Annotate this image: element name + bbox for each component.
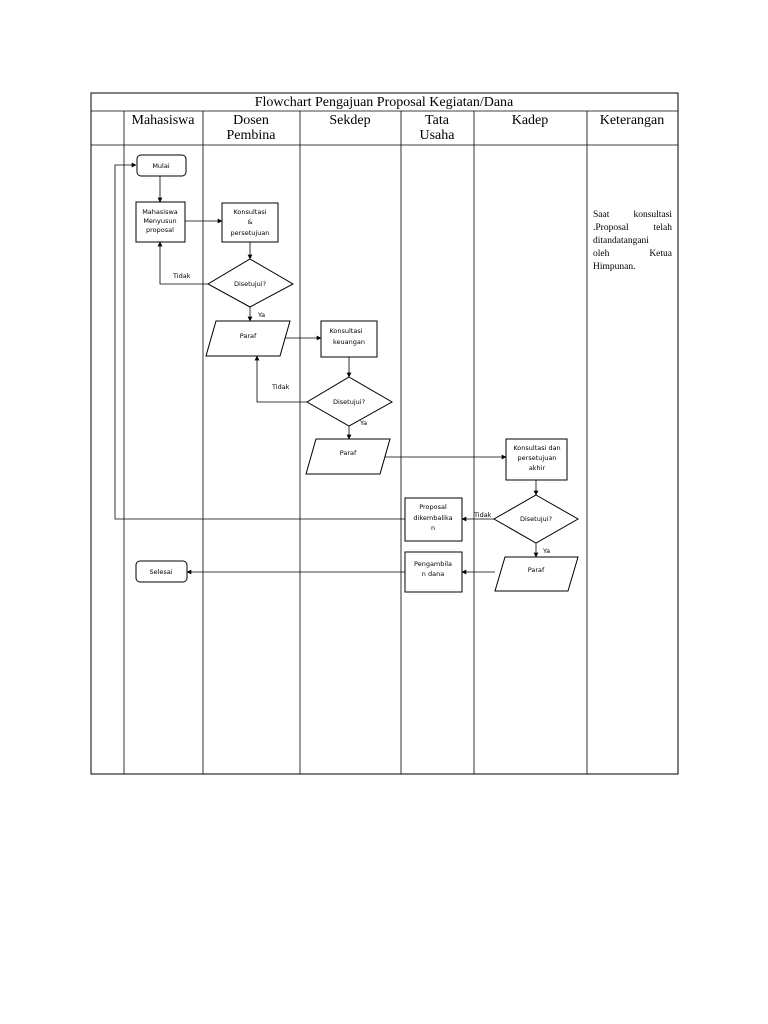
svg-text:Paraf: Paraf (528, 566, 545, 574)
svg-text:Konsultasi: Konsultasi (233, 208, 266, 216)
svg-text:Paraf: Paraf (240, 332, 257, 340)
edge-label-tidak-2: Tidak (271, 383, 290, 391)
node-konsultasi-persetujuan: Konsultasi & persetujuan (221, 202, 279, 243)
svg-text:Himpunan.: Himpunan. (593, 262, 635, 272)
svg-text:ditandatangani: ditandatangani (593, 236, 649, 246)
edge-disetujui2-tidak (254, 355, 307, 403)
diagram-title: Flowchart Pengajuan Proposal Kegiatan/Da… (255, 95, 514, 110)
node-proposal-dikembalikan: Proposal dikembalika n (404, 497, 463, 542)
svg-text:Mahasiswa: Mahasiswa (142, 208, 178, 216)
node-selesai: Selesai (135, 560, 188, 583)
svg-text:konsultasi: konsultasi (633, 210, 672, 220)
svg-text:persetujuan: persetujuan (231, 229, 270, 237)
svg-text:keuangan: keuangan (333, 338, 365, 346)
svg-text:proposal: proposal (146, 226, 174, 234)
lane-header-mahasiswa: Mahasiswa (132, 113, 196, 128)
svg-text:telah: telah (654, 223, 673, 233)
node-disetujui-3: Disetujui? (492, 494, 580, 544)
keterangan-note: Saat konsultasi .Proposal telah ditandat… (593, 210, 673, 272)
node-konsultasi-akhir: Konsultasi dan persetujuan akhir (505, 438, 568, 481)
svg-text:Menyusun: Menyusun (143, 217, 176, 225)
edge-dikembalikan-to-mulai (114, 162, 405, 520)
svg-text:Ketua: Ketua (649, 249, 672, 259)
svg-text:Paraf: Paraf (340, 449, 357, 457)
edge-label-tidak-3: Tidak (473, 511, 492, 519)
node-konsultasi-keuangan: Konsultasi keuangan (320, 320, 378, 358)
node-mulai-label: Mulai (152, 162, 170, 170)
svg-text:Pengambila: Pengambila (414, 560, 452, 568)
diagram-frame (90, 92, 679, 775)
svg-text:&: & (247, 218, 252, 226)
edge-label-ya-2: Ya (359, 419, 367, 427)
node-paraf-2: Paraf (305, 438, 391, 475)
edge-label-tidak-1: Tidak (172, 272, 191, 280)
lane-header-dosen-line1: Dosen (233, 113, 269, 128)
lane-header-tata-usaha-line2: Usaha (420, 128, 456, 143)
svg-text:akhir: akhir (529, 464, 546, 472)
svg-text:Disetujui?: Disetujui? (520, 515, 552, 523)
lane-header-kadep: Kadep (512, 113, 549, 128)
node-paraf-1: Paraf (205, 320, 291, 357)
node-paraf-3: Paraf (494, 556, 579, 592)
svg-text:Konsultasi: Konsultasi (329, 327, 362, 335)
node-disetujui-2: Disetujui? (306, 376, 394, 427)
svg-text:n dana: n dana (422, 570, 444, 578)
svg-text:persetujuan: persetujuan (518, 454, 557, 462)
node-mulai: Mulai (136, 154, 187, 177)
svg-text:Disetujui?: Disetujui? (333, 398, 365, 406)
svg-text:oleh: oleh (593, 249, 610, 259)
svg-text:Saat: Saat (593, 210, 610, 220)
node-disetujui-1: Disetujui? (206, 258, 295, 308)
lane-header-sekdep: Sekdep (329, 113, 370, 128)
svg-text:dikembalika: dikembalika (413, 514, 452, 522)
node-selesai-label: Selesai (149, 568, 172, 576)
edges (114, 162, 539, 575)
svg-text:.Proposal: .Proposal (593, 223, 629, 233)
lane-header-tata-usaha-line1: Tata (425, 113, 450, 128)
svg-text:Disetujui?: Disetujui? (234, 280, 266, 288)
lane-header-dosen-line2: Pembina (227, 128, 277, 143)
edge-disetujui1-tidak (157, 241, 208, 285)
edge-label-ya-3: Ya (542, 547, 550, 555)
svg-text:Konsultasi dan: Konsultasi dan (513, 444, 560, 452)
node-menyusun-proposal: Mahasiswa Menyusun proposal (135, 201, 186, 243)
svg-text:Proposal: Proposal (419, 503, 447, 511)
node-pengambilan-dana: Pengambila n dana (404, 551, 463, 593)
edge-label-ya-1: Ya (257, 311, 265, 319)
lane-header-keterangan: Keterangan (600, 113, 665, 128)
svg-text:n: n (431, 524, 435, 532)
